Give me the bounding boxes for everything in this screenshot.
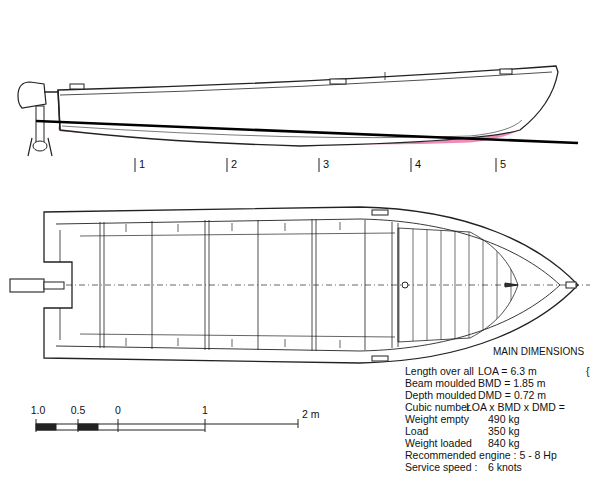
engine-bracket <box>44 91 58 93</box>
dimension-text: Beam moulded <box>405 377 476 389</box>
dimension-text: Recommended engine : 5 - 8 Hp <box>405 449 557 461</box>
dimension-text: Weight empty <box>405 413 469 425</box>
dimension-text: 490 kg <box>488 413 520 425</box>
cleat <box>372 210 388 215</box>
plan-view <box>10 207 590 363</box>
scale-bar <box>36 419 298 432</box>
station-number: 2 <box>231 158 237 171</box>
hull-side <box>58 66 558 146</box>
dimension-text: 350 kg <box>488 425 520 437</box>
dimension-text: Cubic number <box>405 401 470 413</box>
sheer-strake <box>60 72 552 95</box>
station-number: 1 <box>139 158 145 171</box>
scale-number: 2 m <box>302 408 320 420</box>
cleat <box>330 79 346 84</box>
dimension-text: Length over all <box>405 365 474 377</box>
station-number: 5 <box>500 158 506 171</box>
dimension-text: LOA x BMD x DMD = <box>466 401 565 413</box>
propeller <box>28 138 52 156</box>
mast-step <box>402 282 408 288</box>
side-profile <box>18 66 578 172</box>
scale-number: 0 <box>115 404 121 416</box>
dimension-text: Depth moulded <box>405 389 476 401</box>
engine-shaft <box>36 106 44 146</box>
cleat <box>500 69 512 74</box>
station-number: 4 <box>415 158 421 171</box>
engine-gearcase <box>33 141 47 151</box>
cleat <box>70 84 84 89</box>
station-number: 3 <box>323 158 329 171</box>
dimension-text: 6 knots <box>488 461 522 473</box>
chine-line <box>62 120 522 138</box>
stem-head <box>566 282 576 288</box>
dimension-text: DMD = 0.72 m <box>478 389 546 401</box>
dimension-text: LOA = 6.3 m <box>478 365 537 377</box>
bow-fitting <box>505 283 518 287</box>
scale-number: 0.5 <box>71 404 86 416</box>
engine-mount <box>44 282 64 289</box>
dimension-text: { <box>586 365 590 377</box>
station-ticks <box>135 158 496 172</box>
centerline <box>14 285 590 286</box>
scale-number: 1.0 <box>31 404 46 416</box>
dimension-text: Service speed : <box>405 461 477 473</box>
cleat <box>372 356 388 361</box>
scale-number: 1 <box>202 404 208 416</box>
outboard-engine <box>18 82 46 108</box>
dimension-text: BMD = 1.85 m <box>478 377 545 389</box>
dimension-text: Weight loaded <box>405 437 472 449</box>
engine-plan <box>10 279 44 292</box>
waterline <box>36 121 578 143</box>
dimension-text: 840 kg <box>488 437 520 449</box>
transom <box>58 90 60 130</box>
fitting <box>385 72 386 80</box>
table-title: MAIN DIMENSIONS <box>493 346 584 358</box>
dimension-text: Load <box>405 425 428 437</box>
